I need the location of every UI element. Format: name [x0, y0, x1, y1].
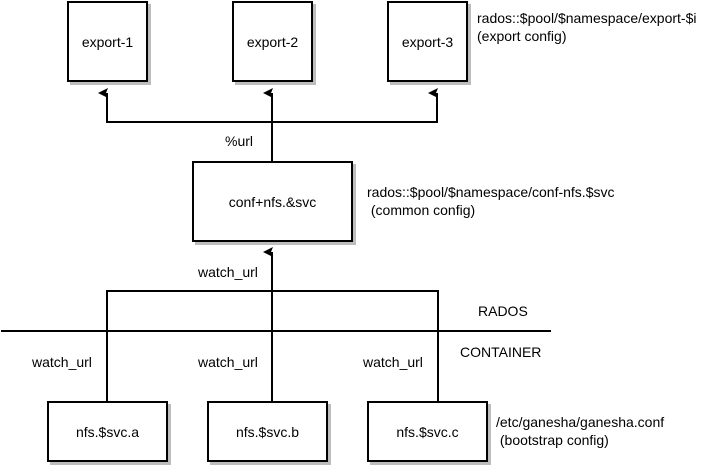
- export-annotation-path: rados::$pool/$namespace/export-$i: [477, 10, 697, 26]
- conf-annotation: rados::$pool/$namespace/conf-nfs.$svc (c…: [367, 183, 614, 219]
- svc-annotation-desc: (bootstrap config): [496, 432, 609, 448]
- svc-annotation-path: /etc/ganesha/ganesha.conf: [496, 414, 665, 430]
- export-2-box: export-2: [232, 1, 313, 82]
- watch-url-label-c: watch_url: [363, 354, 423, 370]
- export-3-box: export-3: [387, 1, 468, 82]
- svc-c-box: nfs.$svc.c: [367, 401, 488, 462]
- svc-b-box: nfs.$svc.b: [207, 401, 328, 462]
- rados-layer-label: RADOS: [478, 303, 528, 319]
- export-3-label: export-3: [401, 33, 454, 50]
- svc-b-label: nfs.$svc.b: [235, 423, 300, 440]
- conf-annotation-desc: (common config): [367, 202, 476, 218]
- svc-a-label: nfs.$svc.a: [75, 423, 140, 440]
- conf-annotation-path: rados::$pool/$namespace/conf-nfs.$svc: [367, 184, 615, 200]
- svc-c-label: nfs.$svc.c: [396, 423, 459, 440]
- export-1-box: export-1: [67, 1, 148, 82]
- export-annotation-desc: (export config): [477, 28, 567, 44]
- watch-url-label-b: watch_url: [198, 354, 258, 370]
- svc-a-box: nfs.$svc.a: [47, 401, 168, 462]
- conf-box: conf+nfs.&svc: [192, 161, 353, 242]
- conf-box-label: conf+nfs.&svc: [228, 193, 317, 210]
- watch-url-label-a: watch_url: [32, 354, 92, 370]
- url-label: %url: [225, 133, 254, 149]
- export-annotation: rados::$pool/$namespace/export-$i (expor…: [477, 9, 696, 45]
- export-1-label: export-1: [81, 33, 134, 50]
- export-2-label: export-2: [246, 33, 299, 50]
- container-layer-label: CONTAINER: [460, 344, 542, 360]
- watch-url-branch-line: [106, 290, 439, 401]
- svc-annotation: /etc/ganesha/ganesha.conf (bootstrap con…: [496, 413, 664, 449]
- watch-url-top-label: watch_url: [198, 264, 258, 280]
